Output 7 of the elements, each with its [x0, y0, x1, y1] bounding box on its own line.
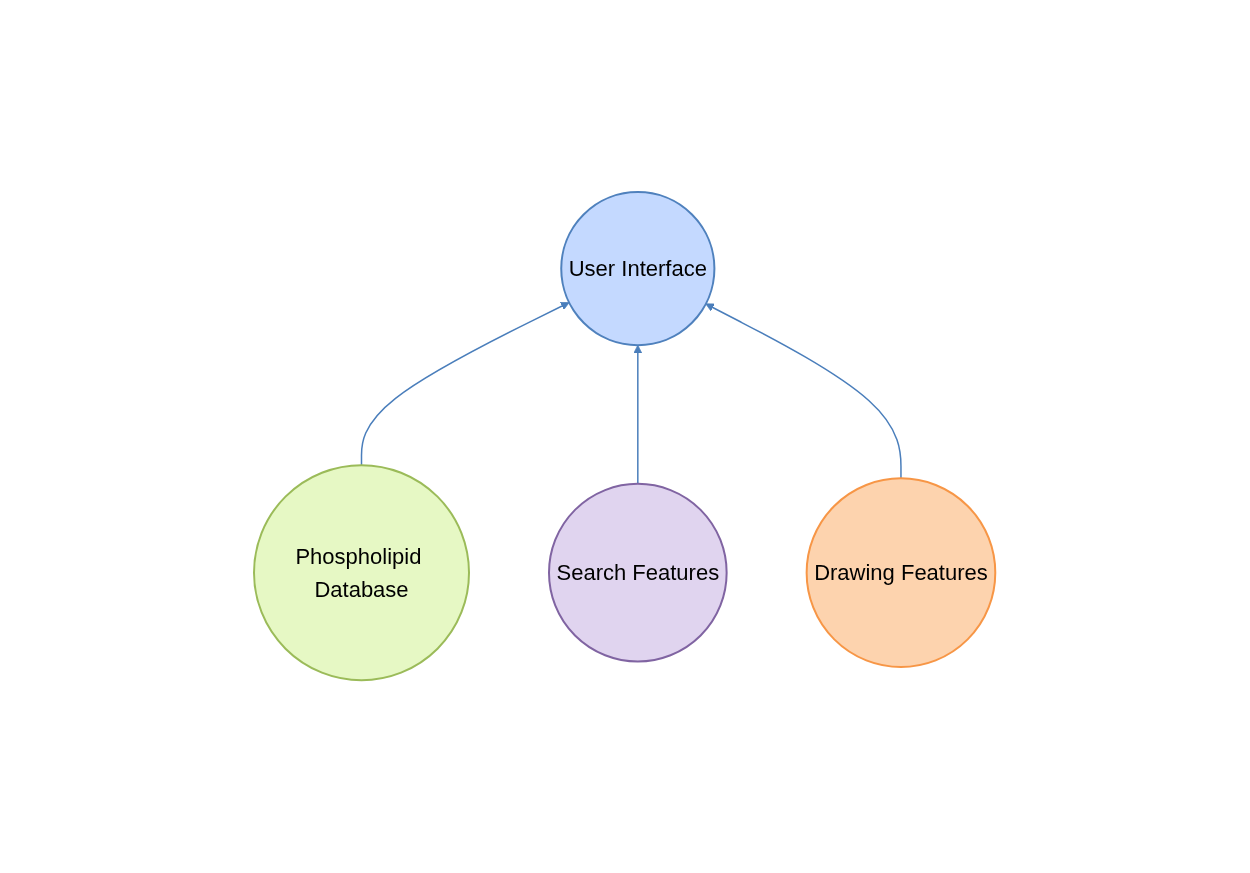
arrow	[361, 302, 570, 467]
arrow	[633, 345, 643, 485]
node-circle: Drawing Features	[806, 477, 997, 669]
node-circle: Phospholipid Database	[253, 464, 471, 682]
node-circle: User Interface	[560, 191, 716, 347]
node-circle: Search Features	[548, 483, 728, 663]
arrow	[705, 303, 903, 480]
